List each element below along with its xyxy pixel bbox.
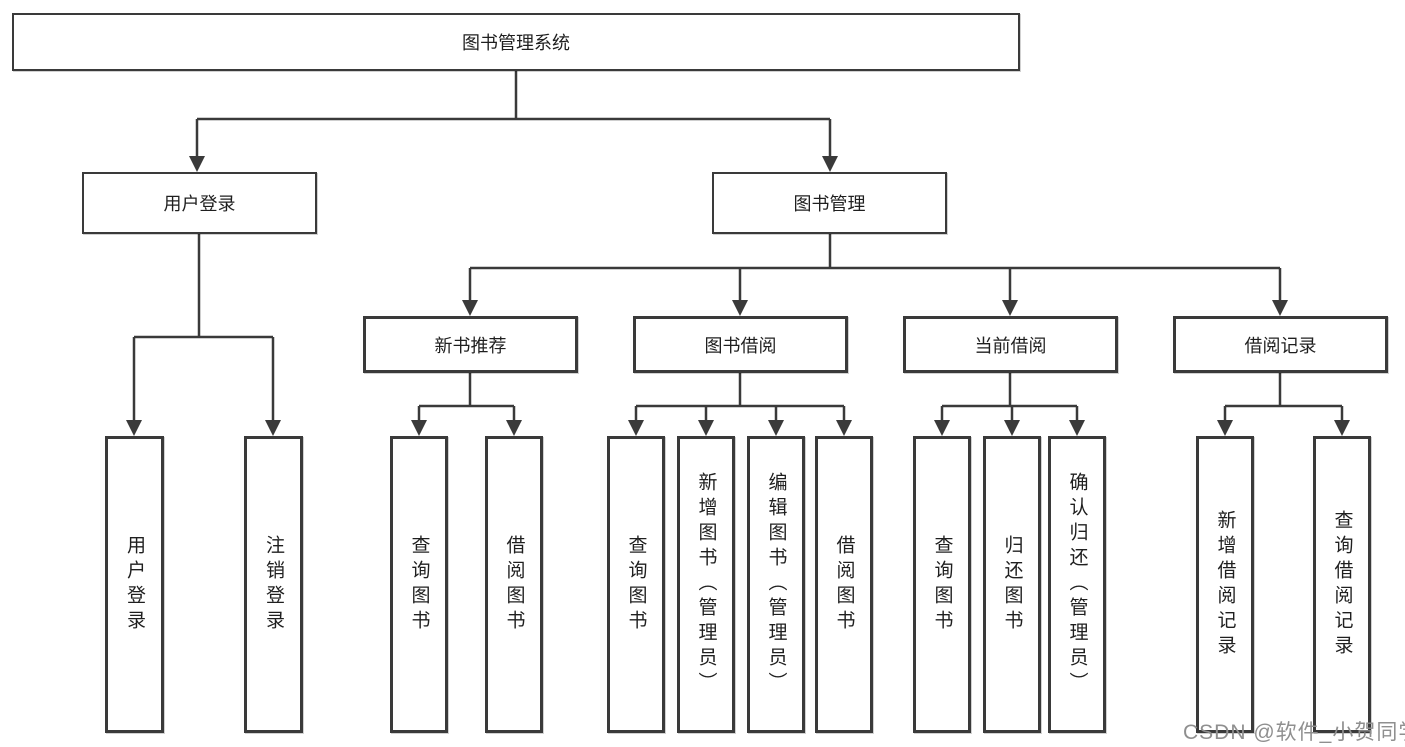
leaf-edit-books-admin-label: 编辑图书（管理员）	[765, 472, 787, 697]
leaf-recommend-query-books-label: 查询图书	[408, 534, 430, 635]
node-book-borrowing-label: 图书借阅	[704, 335, 777, 356]
leaf-edit-books-admin: 编辑图书（管理员）	[747, 436, 805, 733]
node-book-borrowing: 图书借阅	[633, 316, 848, 373]
node-current-borrowing-label: 当前借阅	[974, 335, 1047, 356]
node-root-label: 图书管理系统	[462, 33, 570, 53]
node-user-login-label: 用户登录	[163, 194, 236, 214]
leaf-user-login-label: 用户登录	[124, 534, 145, 635]
leaf-recommend-borrow-books: 借阅图书	[485, 436, 543, 733]
node-root: 图书管理系统	[12, 13, 1020, 71]
leaf-query-borrow-record: 查询借阅记录	[1313, 436, 1371, 733]
leaf-current-query-books-label: 查询图书	[931, 534, 953, 635]
watermark-text: CSDN @软件_小贺同学	[1183, 721, 1405, 744]
leaf-current-query-books: 查询图书	[913, 436, 971, 733]
leaf-borrow-books: 借阅图书	[815, 436, 873, 733]
node-new-book-recommend: 新书推荐	[363, 316, 578, 373]
leaf-recommend-query-books: 查询图书	[390, 436, 448, 733]
leaf-return-books: 归还图书	[983, 436, 1041, 733]
leaf-borrowing-query-books-label: 查询图书	[625, 534, 647, 635]
leaf-logout-label: 注销登录	[263, 534, 284, 635]
leaf-query-borrow-record-label: 查询借阅记录	[1331, 509, 1353, 660]
leaf-borrowing-query-books: 查询图书	[607, 436, 665, 733]
node-user-login: 用户登录	[82, 172, 317, 234]
node-book-management-label: 图书管理	[793, 194, 866, 214]
leaf-return-books-label: 归还图书	[1001, 534, 1023, 635]
node-current-borrowing: 当前借阅	[903, 316, 1118, 373]
node-borrowing-records-label: 借阅记录	[1244, 335, 1317, 356]
node-book-management: 图书管理	[712, 172, 947, 234]
arrowhead-icons	[126, 156, 1350, 436]
leaf-confirm-return-admin: 确认归还（管理员）	[1048, 436, 1106, 733]
leaf-recommend-borrow-books-label: 借阅图书	[503, 534, 525, 635]
node-borrowing-records: 借阅记录	[1173, 316, 1388, 373]
leaf-add-borrow-record: 新增借阅记录	[1196, 436, 1254, 733]
leaf-add-books-admin: 新增图书（管理员）	[677, 436, 735, 733]
leaf-logout: 注销登录	[244, 436, 303, 733]
leaf-add-books-admin-label: 新增图书（管理员）	[695, 472, 717, 697]
leaf-confirm-return-admin-label: 确认归还（管理员）	[1066, 472, 1088, 697]
leaf-user-login: 用户登录	[105, 436, 164, 733]
node-new-book-recommend-label: 新书推荐	[434, 335, 507, 356]
connector-paths	[132, 71, 1344, 420]
leaf-borrow-books-label: 借阅图书	[833, 534, 855, 635]
leaf-add-borrow-record-label: 新增借阅记录	[1214, 509, 1236, 660]
